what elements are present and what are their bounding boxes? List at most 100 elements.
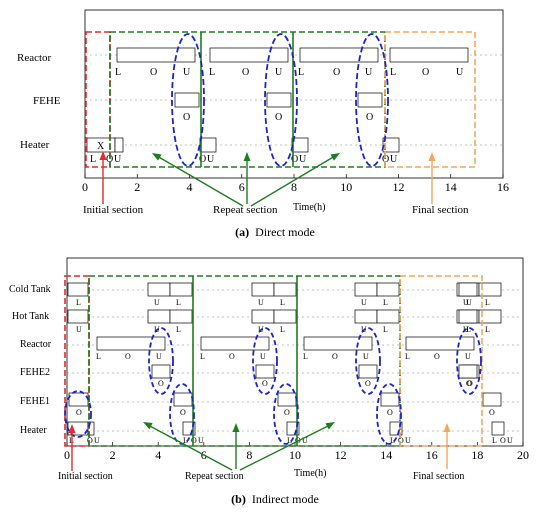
highlight-ellipse-b-2 [148,327,174,395]
box-label-u: U [258,298,264,307]
arrowhead-repeat-b-2 [232,423,240,432]
x-tick-label: 16 [497,180,509,194]
hot-tank-box-initial [67,309,89,324]
hot-tank-box-1b [169,309,193,324]
row-label-heater-b: Heater [20,425,47,436]
box-label-o: O [398,436,404,445]
arrowhead-final-a [428,152,436,161]
reactor-label-u-3: U [365,67,373,78]
cold-tank-box-2b [273,282,297,297]
fehe2-box-final [458,364,478,379]
box-label-o: O [466,379,472,388]
heater-label-o-2: O [199,154,206,165]
arrow-repeat-a-1 [156,155,244,207]
box-label-u: U [361,298,367,307]
reactor-label-o-2: O [242,67,249,78]
panel-b: 02468101214161820 Cold Tank Hot Tank Rea… [9,257,529,506]
box-label-l: L [76,298,81,307]
panel-b-caption: (b) Indirect mode [231,492,319,506]
reactor-box-4 [389,47,469,63]
x-tick-label: 0 [64,448,70,462]
heater-box-initial-tail [114,137,124,153]
heater-label-l: L [90,154,96,165]
reactor-label-o-4: O [422,67,429,78]
repeat-section-label-b: Repeat section [185,471,244,482]
arrowhead-repeat-a-1 [152,153,162,161]
reactor-box-3 [299,47,379,63]
box-label-l: L [485,325,490,334]
box-label-o: O [125,352,131,361]
row-label-hot-tank: Hot Tank [12,311,49,322]
fehe2-box-2 [255,364,275,379]
cold-tank-box-initial [67,282,89,297]
box-label-o: O [500,436,506,445]
panel-a-caption-text: Direct mode [255,225,315,239]
reactor-b-box-4 [405,336,475,351]
box-label-o: O [434,352,440,361]
highlight-ellipse-b-4 [252,327,278,395]
box-label-u: U [302,436,308,445]
box-label-l: L [96,352,101,361]
box-label-o: O [387,408,393,417]
heater-box-2 [199,137,217,153]
x-tick-label: 0 [82,180,88,194]
fehe-gantt-boxes [174,92,383,108]
heater-label-o-1: O [106,154,113,165]
hot-tank-box-2 [251,309,275,324]
box-label-l: L [383,298,388,307]
heater-label-u-3: U [299,154,307,165]
panel-a-letter: (a) [235,225,249,239]
reactor-b-box-2 [200,336,270,351]
repeat-section-box-b [88,275,401,447]
box-label-u: U [260,352,266,361]
box-label-u: U [154,298,160,307]
box-label-u: U [466,298,472,307]
row-label-reactor-b: Reactor [20,339,52,350]
box-label-l: L [287,436,292,445]
initial-section-label-a: Initial section [83,204,144,216]
panel-a-caption: (a) Direct mode [235,225,315,239]
heater-label-o-3: O [291,154,298,165]
row-label-cold-tank: Cold Tank [9,284,51,295]
reactor-label-u-2: U [275,67,283,78]
reactor-box-2 [209,47,289,63]
arrowhead-initial-b [68,424,76,433]
fehe1-box-2 [277,392,297,407]
box-label-o: O [262,379,268,388]
cold-tank-box-3 [354,282,378,297]
box-label-o: O [365,379,371,388]
cold-tank-box-2 [251,282,275,297]
fehe2-box-1 [151,364,171,379]
final-section-box-b [399,275,483,447]
reactor-label-l-3: L [298,67,304,78]
reactor-b-box-1 [96,336,166,351]
x-tick-label: 20 [517,448,529,462]
final-section-label-a: Final section [412,204,469,216]
fehe-box-1 [174,92,200,108]
cold-tank-box-1b [169,282,193,297]
row-label-fehe1: FEHE1 [20,396,50,407]
box-label-u: U [363,352,369,361]
box-label-o: O [180,408,186,417]
box-label-l: L [383,325,388,334]
heater-label-u-4: U [390,154,398,165]
panel-b-gantt-boxes [67,282,505,436]
box-label-l: L [485,298,490,307]
highlight-ellipse-b-1 [64,390,92,438]
highlight-ellipse-b-8 [456,327,482,395]
highlight-ellipse-a-2 [264,33,298,167]
box-label-l: L [303,352,308,361]
fehe-label-o-2: O [275,112,282,123]
box-label-l: L [176,298,181,307]
box-label-o: O [76,408,82,417]
heater-label-u-2: U [207,154,215,165]
row-label-reactor: Reactor [17,52,52,64]
heater-b-box-4 [491,421,505,436]
x-tick-label: 2 [110,448,116,462]
box-label-o: O [229,352,235,361]
box-label-o: O [158,379,164,388]
cold-tank-box-3b [376,282,400,297]
box-label-u: U [198,436,204,445]
